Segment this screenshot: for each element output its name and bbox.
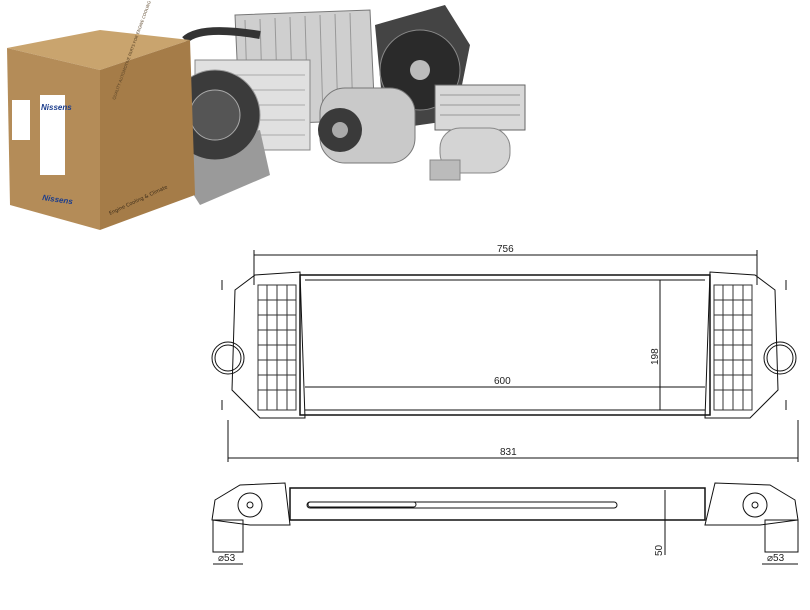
right-tank-grid [713,284,753,411]
top-view: 756 198 600 831 [211,244,799,462]
right-outlet-pipe [763,341,797,375]
dim-756: 756 [497,244,514,255]
compressor-image [318,87,416,164]
dim-left-pipe-diameter: ⌀53 [218,553,236,564]
dim-600: 600 [494,376,511,387]
dim-198: 198 [650,348,661,365]
left-side-tank [211,482,291,526]
dim-831: 831 [500,447,517,458]
product-photo-collage: Nissens Nissens Engine Cooling & Climate… [7,0,526,230]
nissens-box-image: Nissens Nissens Engine Cooling & Climate… [7,0,195,230]
left-side-pipe [212,519,244,553]
dim-50: 50 [654,544,665,556]
box-label-brand: Nissens [41,103,72,112]
right-side-tank [704,482,799,526]
right-tank [704,271,779,419]
left-tank [231,271,306,419]
core [299,274,711,416]
box-side-brand: Nissens [42,193,74,206]
right-side-pipe [764,519,799,553]
receiver-drier-image [429,127,511,181]
side-view: ⌀53 ⌀53 50 [211,482,799,565]
left-tank-grid [257,284,297,411]
dim-right-pipe-diameter: ⌀53 [767,553,785,564]
heater-core-image [434,84,526,131]
side-core [289,487,706,521]
left-inlet-pipe [211,341,245,375]
